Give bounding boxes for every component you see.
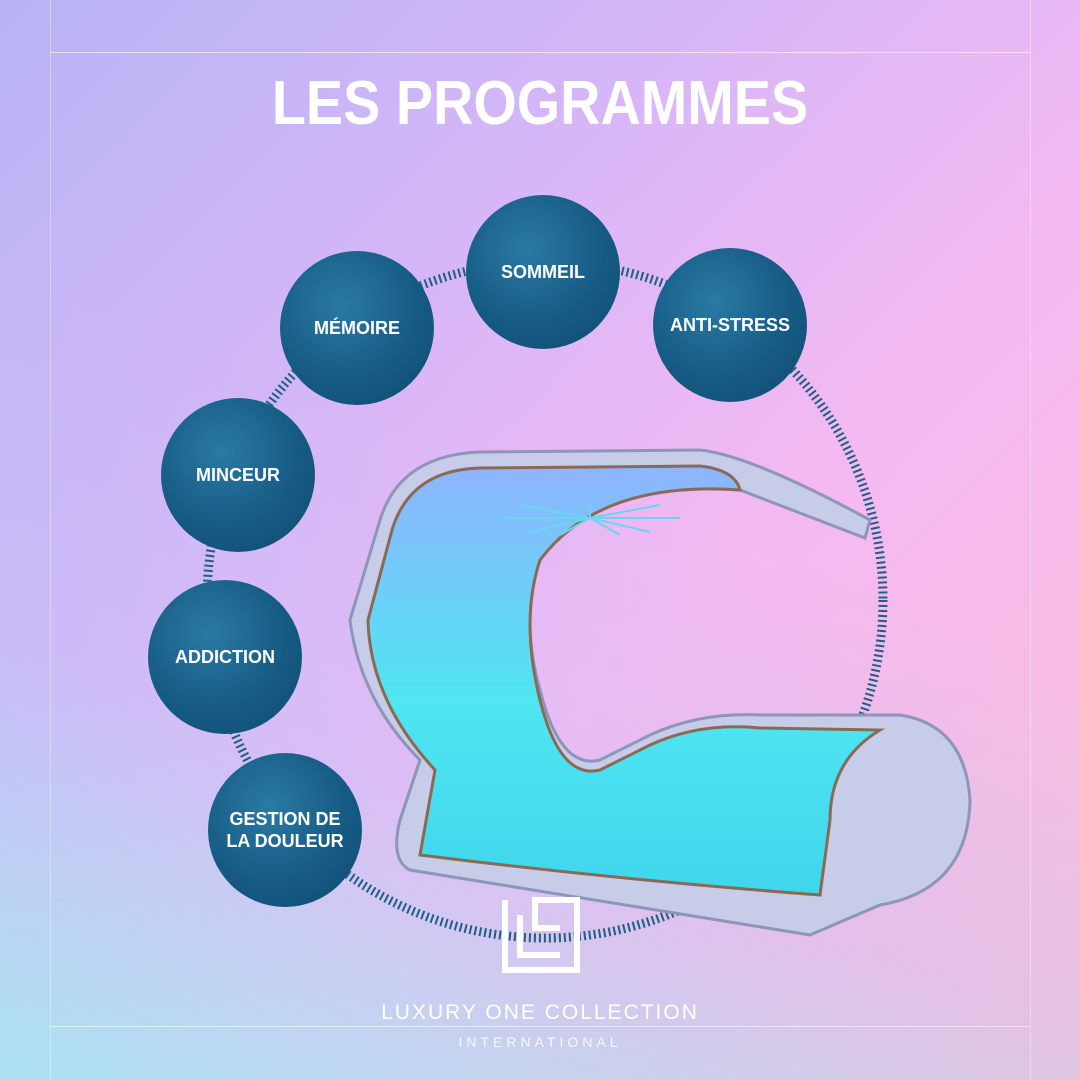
program-label: ANTI-STRESS <box>669 315 790 335</box>
brand-name: LUXURY ONE COLLECTION <box>381 1001 699 1024</box>
program-label: SOMMEIL <box>501 262 585 282</box>
program-anti-stress[interactable]: ANTI-STRESS <box>653 248 807 402</box>
frame-line-top <box>50 52 1030 53</box>
program-addiction[interactable]: ADDICTION <box>148 580 302 734</box>
program-sommeil[interactable]: SOMMEIL <box>466 195 620 349</box>
brand-subtitle: INTERNATIONAL <box>458 1034 622 1050</box>
program-label: MÉMOIRE <box>313 318 400 338</box>
program-memoire[interactable]: MÉMOIRE <box>280 251 434 405</box>
frame-line-bottom <box>50 1026 1030 1027</box>
program-gestion-de-la-douleur[interactable]: GESTION DE LA DOULEUR <box>208 753 362 907</box>
program-minceur[interactable]: MINCEUR <box>161 398 315 552</box>
page-title: LES PROGRAMMES <box>271 69 809 138</box>
frame-line-left <box>50 0 51 1080</box>
frame-line-right <box>1030 0 1031 1080</box>
brand-logo <box>502 897 580 973</box>
light-therapy-device <box>348 448 972 937</box>
program-label: ADDICTION <box>175 647 275 667</box>
program-label: GESTION DE LA DOULEUR <box>226 809 344 851</box>
program-label: MINCEUR <box>196 465 280 485</box>
